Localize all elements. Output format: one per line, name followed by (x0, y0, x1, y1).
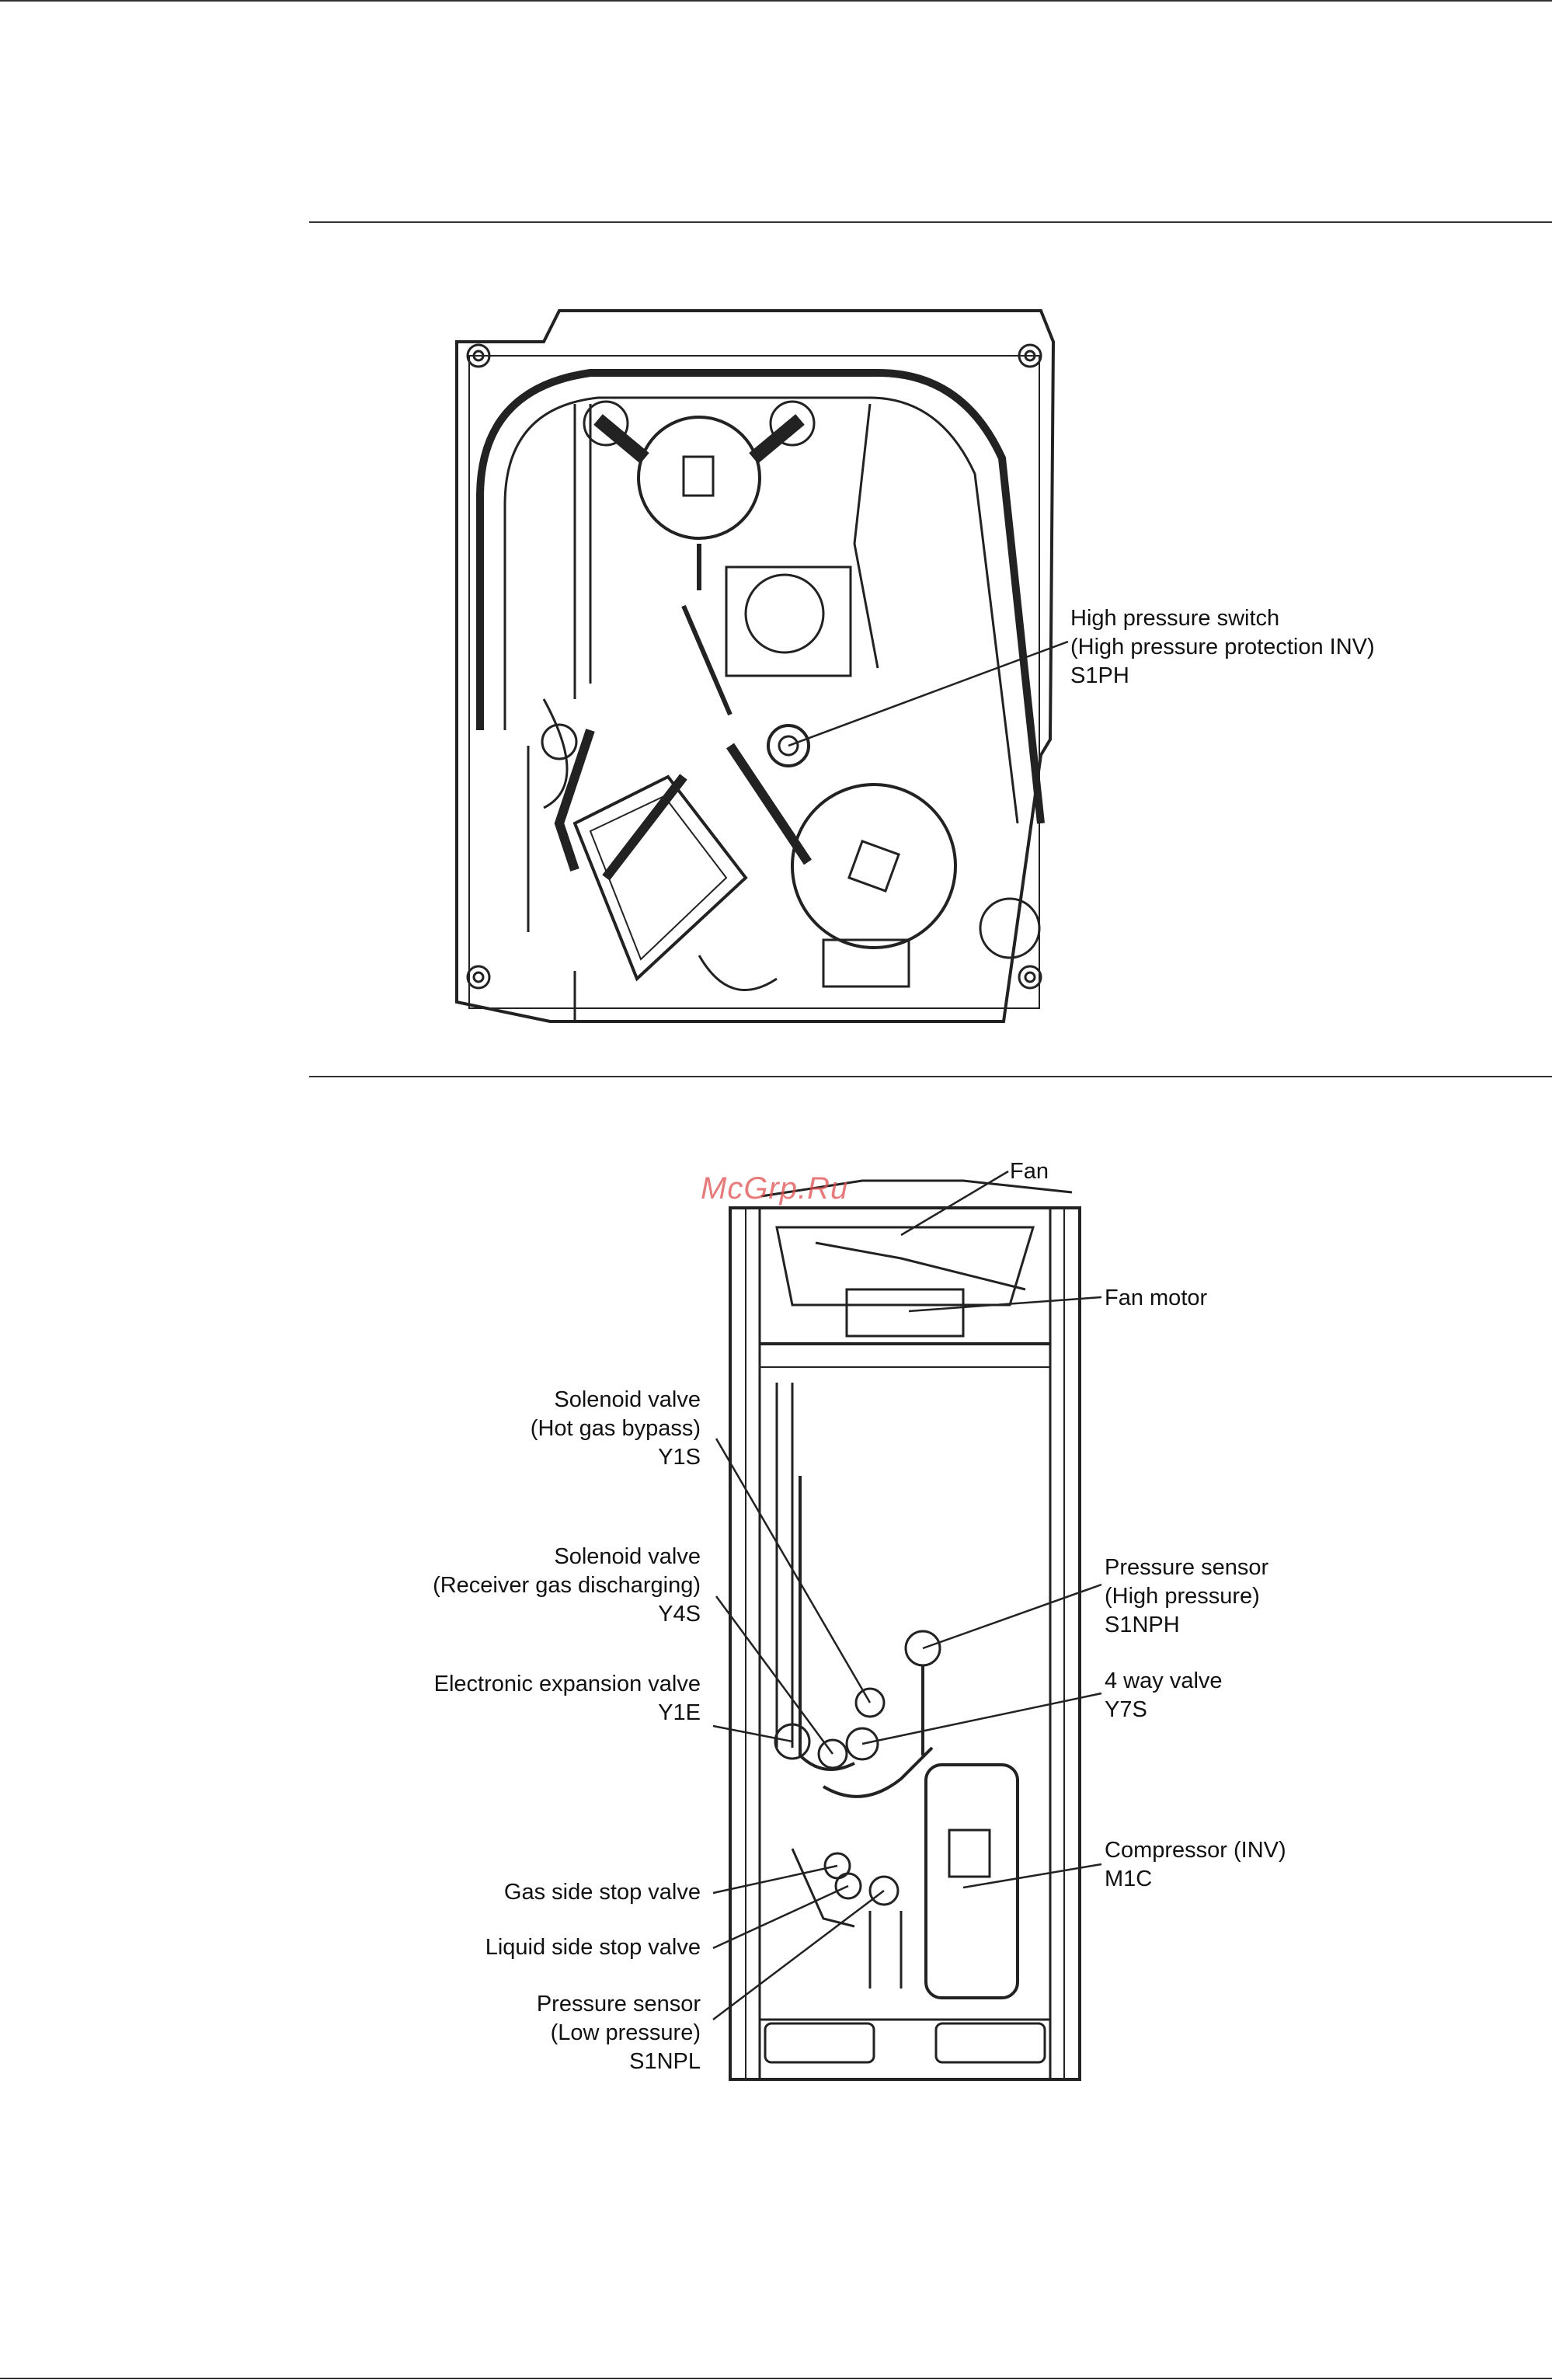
front-leaders (712, 1170, 1102, 2020)
psh-line1: Pressure sensor (1105, 1555, 1269, 1580)
hps-line2: (High pressure protection INV) (1070, 635, 1375, 659)
front-view-drawing (729, 1179, 1081, 2081)
label-fan: Fan (1010, 1157, 1049, 1186)
label-pressure-sensor-high: Pressure sensor (High pressure) S1NPH (1105, 1554, 1268, 1640)
label-solenoid-hot-gas: Solenoid valve (Hot gas bypass) Y1S (531, 1386, 701, 1472)
eev-line1: Electronic expansion valve (433, 1672, 701, 1696)
psh-line3: S1NPH (1105, 1613, 1180, 1637)
fan-motor-text: Fan motor (1105, 1286, 1208, 1310)
srg-line3: Y4S (658, 1602, 701, 1627)
leader-hps (788, 640, 1069, 747)
watermark-text: McGrp.Ru (701, 1171, 849, 1206)
top-border-rule (0, 0, 1552, 2)
psh-line2: (High pressure) (1105, 1584, 1260, 1609)
shg-line2: (Hot gas bypass) (530, 1416, 701, 1441)
top-view-drawing (455, 309, 1056, 1023)
eev-line2: Y1E (658, 1700, 701, 1725)
label-electronic-expansion-valve: Electronic expansion valve Y1E (434, 1670, 701, 1728)
section-rule-2 (309, 1076, 1552, 1077)
hps-line3: S1PH (1070, 663, 1129, 688)
fwv-line1: 4 way valve (1105, 1668, 1223, 1693)
section-rule-1 (309, 221, 1552, 223)
shg-line1: Solenoid valve (554, 1387, 701, 1412)
label-4-way-valve: 4 way valve Y7S (1105, 1667, 1223, 1724)
label-liquid-stop-valve: Liquid side stop valve (485, 1933, 701, 1962)
lsv-text: Liquid side stop valve (485, 1935, 701, 1960)
label-gas-stop-valve: Gas side stop valve (504, 1878, 701, 1907)
label-pressure-sensor-low: Pressure sensor (Low pressure) S1NPL (537, 1990, 701, 2076)
bottom-border-rule (0, 2378, 1552, 2379)
psl-line3: S1NPL (629, 2049, 701, 2074)
hps-line1: High pressure switch (1070, 606, 1280, 631)
psl-line2: (Low pressure) (550, 2020, 701, 2045)
gsv-text: Gas side stop valve (503, 1880, 701, 1905)
label-compressor: Compressor (INV) M1C (1105, 1836, 1286, 1894)
comp-line1: Compressor (INV) (1105, 1838, 1286, 1863)
fan-text: Fan (1010, 1159, 1049, 1184)
shg-line3: Y1S (658, 1445, 701, 1470)
label-solenoid-receiver: Solenoid valve (Receiver gas discharging… (433, 1543, 701, 1629)
srg-line2: (Receiver gas discharging) (433, 1573, 701, 1598)
psl-line1: Pressure sensor (536, 1992, 701, 2016)
label-fan-motor: Fan motor (1105, 1284, 1207, 1313)
label-high-pressure-switch: High pressure switch (High pressure prot… (1070, 604, 1375, 691)
comp-line2: M1C (1105, 1867, 1153, 1891)
srg-line1: Solenoid valve (554, 1544, 701, 1569)
fwv-line2: Y7S (1105, 1697, 1147, 1722)
